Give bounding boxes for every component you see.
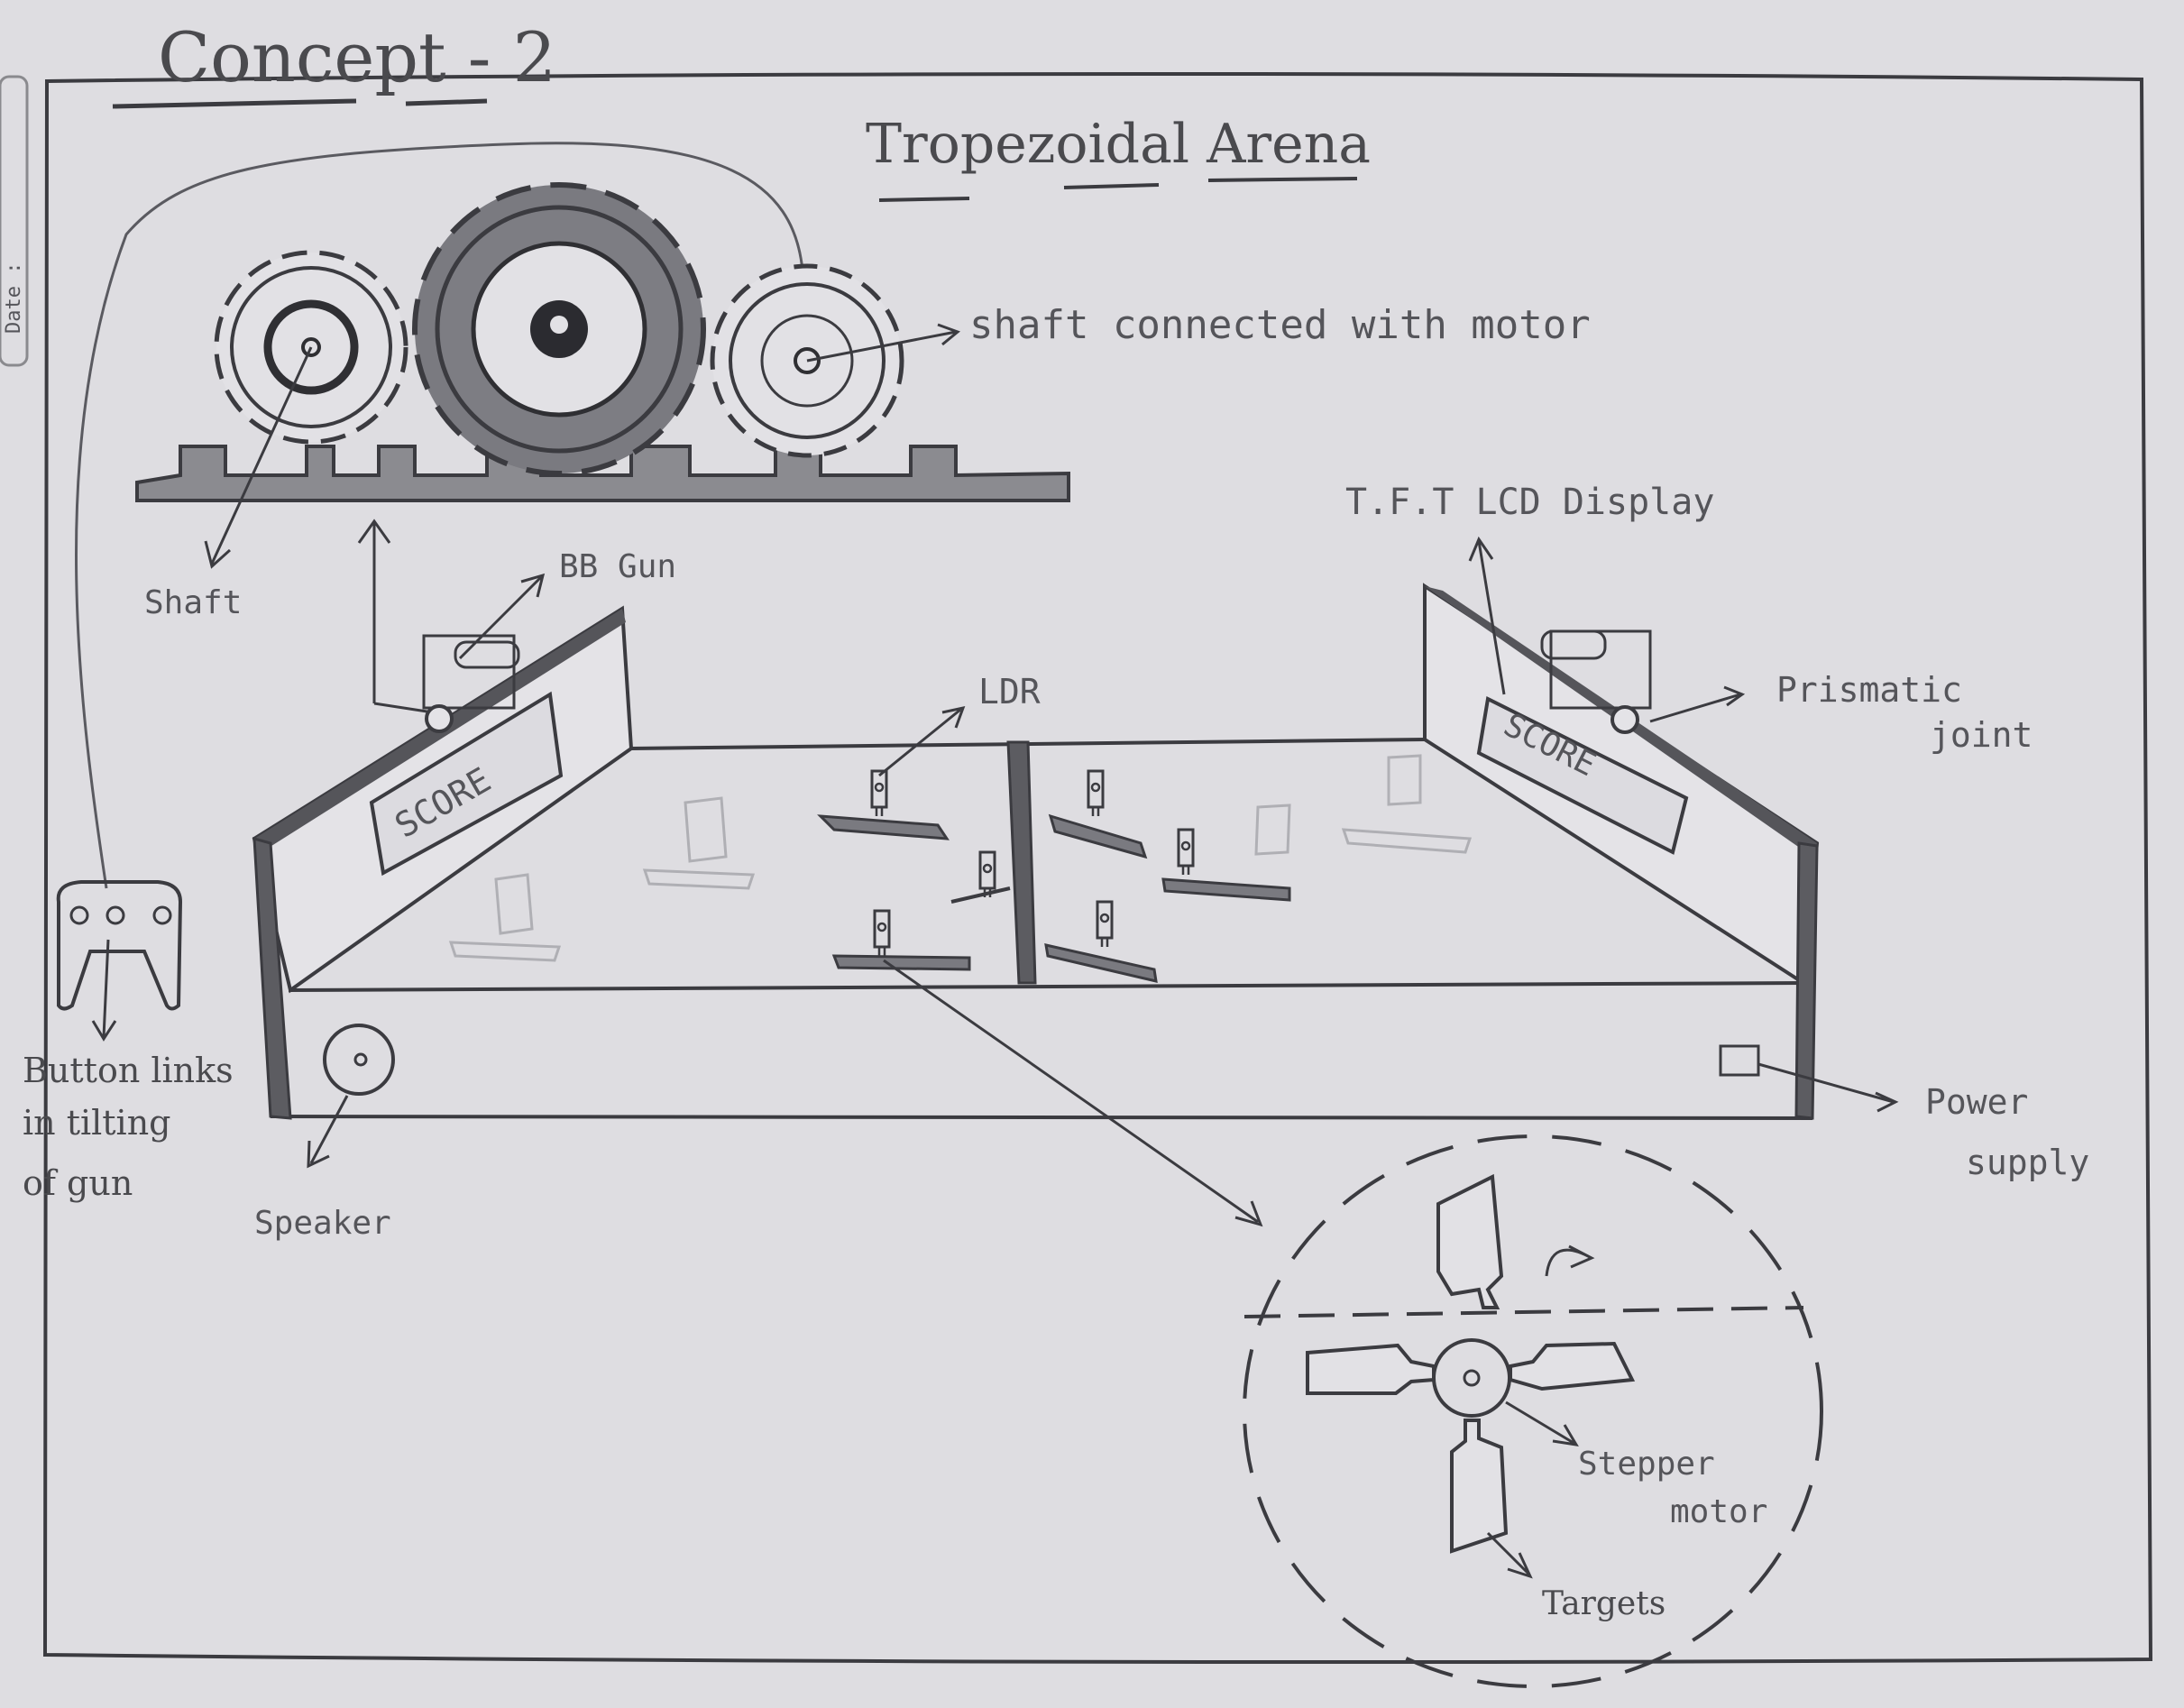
margin-strip: [0, 75, 29, 367]
target-icon: [817, 769, 950, 840]
label-button-1: Button links: [23, 1051, 234, 1090]
label-stepper-1: Stepper: [1578, 1446, 1715, 1483]
diagram-heading: Tropezoidal Arena: [866, 113, 1371, 176]
label-stepper-2: motor: [1670, 1493, 1767, 1530]
power-socket: [1719, 1044, 1899, 1113]
title-underline: [112, 98, 488, 109]
controller-icon: [56, 880, 183, 1042]
label-button-2: in tilting: [23, 1103, 171, 1143]
control-wire: [75, 142, 804, 889]
faint-targets: [448, 754, 1473, 962]
label-speaker: Speaker: [254, 1205, 391, 1242]
speaker-icon: [307, 1024, 395, 1169]
label-bb-gun: BB Gun: [559, 548, 676, 585]
gear-rack: [135, 445, 1070, 502]
label-power-2: supply: [1966, 1143, 2089, 1182]
label-power-1: Power: [1925, 1082, 2028, 1122]
bb-gun-left: [422, 634, 520, 733]
heading-underline: [878, 177, 1358, 202]
margin-date-tag: Date :: [3, 262, 25, 334]
target-icon: [1161, 828, 1291, 902]
stepper-detail: [1243, 1134, 1823, 1688]
target-icon: [1044, 900, 1158, 983]
arrow-prismatic: [1649, 685, 1746, 723]
arrow-lcd: [1468, 536, 1506, 695]
label-shaft: Shaft: [144, 584, 242, 621]
label-lcd: T.F.T LCD Display: [1345, 482, 1714, 523]
arrow-shaft: [204, 346, 313, 569]
bb-gun-right: [1540, 629, 1652, 734]
target-icon: [950, 850, 1011, 904]
label-prismatic-1: Prismatic: [1776, 670, 1962, 710]
label-ldr: LDR: [978, 672, 1041, 712]
arrow-ldr: [878, 705, 966, 777]
label-button-3: of gun: [23, 1163, 133, 1203]
gear-icon: [412, 182, 706, 476]
label-prismatic-2: joint: [1930, 715, 2033, 755]
target-icon: [1048, 769, 1148, 859]
arrow-detail: [883, 959, 1263, 1227]
label-shaft-motor: shaft connected with motor: [969, 302, 1591, 348]
arrow-rack-link: [357, 519, 434, 714]
arrow-shaft-motor: [806, 323, 960, 363]
page-border: [42, 71, 2153, 1665]
label-targets: Targets: [1542, 1585, 1666, 1622]
arrow-bb-gun: [458, 573, 546, 660]
target-icon: [831, 909, 971, 971]
sheet-title: Concept - 2: [158, 17, 556, 97]
